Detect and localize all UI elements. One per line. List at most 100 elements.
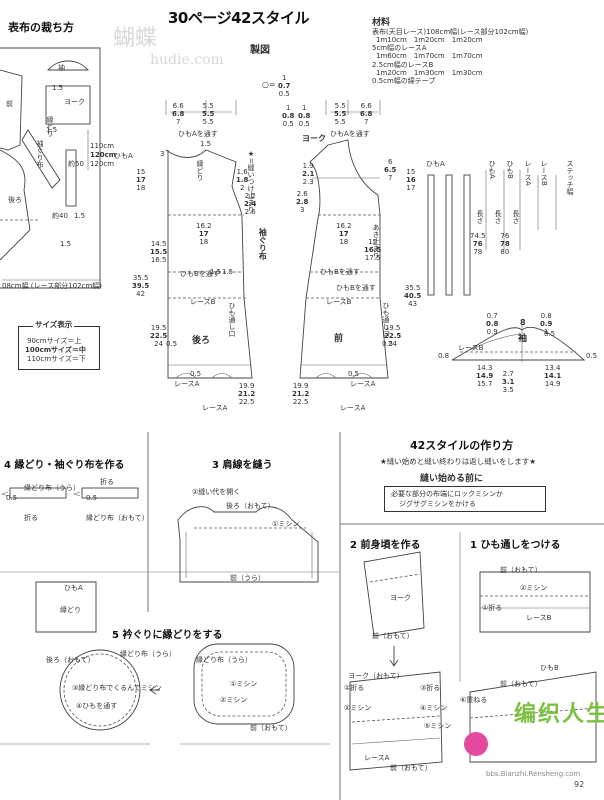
back-misc-num: 1.5 [200,140,212,148]
step5-label: 後ろ（おもて） [46,656,95,664]
step4-label: 縁どり布（おもて） [86,514,149,522]
string-header: ひもA [488,160,497,179]
watermark-logo: 蝴蝶 [113,26,158,51]
back-label-opening: ひも通し口 [228,302,237,337]
step4-label: 折る [24,514,38,522]
label-len-110: 110cm [90,142,115,150]
layout-title: 表布の裁ち方 [8,21,74,34]
front-label-string-b: ひもBを通す [320,268,360,276]
materials-line: 表布(天目レース)108cm幅(レース部分102cm幅) [372,28,529,37]
step4-label: 縁どり布（うら） [24,484,80,492]
back-label-string-a: ひもAを通す [178,130,218,138]
materials-line: 1m20cm 1m30cm 1m30cm [376,68,483,77]
label-approx50: 約50 [68,160,84,168]
front-label-yoke: ヨーク [302,134,326,143]
size-legend-line: 100cmサイズ＝中 [25,346,86,354]
footer-logo: 编织人生 [514,702,604,727]
step1-label: レースB [526,614,552,622]
materials-block: 材料 表布(天目レース)108cm幅(レース部分102cm幅) 1m10cm 1… [372,18,600,85]
attach-stop-note: ★=縫いつけ止まり [247,150,256,213]
back-label-lace-a: レースA [174,380,200,388]
label-string-a-layout: ひもA [114,152,133,160]
materials-line: 1m60cm 1m70cm 1m70cm [376,52,483,61]
step2-label: ④ミシン [420,704,448,712]
step2-label: 前（おもて） [372,632,414,640]
layout-num: 1.5 [60,240,72,248]
front-label-opening: ひも通し口 [382,302,391,337]
sleeve-top-mid: 8 [520,318,526,327]
step2-label: ③折る [420,684,441,692]
front-label-opening-stop: あき止まり [372,224,381,259]
label-len-120a: 120cm [90,151,117,159]
size-legend-line: 90cmサイズ＝上 [27,337,82,345]
step5-label: 縁どり布（うら） [196,656,252,664]
label-binding-layout: 縁どり [46,116,55,137]
step5-label: 前（おもて） [250,724,292,732]
footer-site: bbs.Bianzhi.Rensheng.com [486,770,581,778]
sleeve-lace-label: レースB [458,344,484,352]
step2-label: ①折る [344,684,365,692]
sleeve-side-num: 0.5 [586,352,598,360]
materials-line: 5cm幅のレースA [372,44,427,53]
step1-label: 前（おもて） [500,680,542,688]
string-header: レースB [540,160,549,186]
size-legend-line: 110cmサイズ＝下 [27,355,86,363]
main-title: 30ページ42スタイル [168,9,309,27]
armhole-cloth-label: 袖ぐり布 [258,228,268,260]
front-label-lace-a: レースA [350,380,376,388]
step2-title: 2 前身頃を作る [350,540,421,551]
back-label-binding: 縁どり [196,160,205,181]
step3-title: 3 肩線を縫う [212,460,273,471]
string-length-note: 長さ [494,210,503,224]
step3-label: ①ミシン [272,520,300,528]
sleeve-side-num: 0.5 [544,330,556,338]
front-label-lace-a2: レースA [340,404,366,412]
before-line: 必要な部分の布端にロックミシンか [391,490,503,498]
step3-label: ②縫い代を開く [192,488,241,496]
materials-line: 0.5cm幅の綿テープ [372,76,436,85]
step2-label: ヨーク [390,594,411,602]
front-label-main: 前 [334,334,344,344]
step5-label: ひもA [64,584,83,592]
step3-label: 後ろ（おもて） [226,502,275,510]
yarn-ball-icon [464,732,488,756]
back-label-lace-a2: レースA [202,404,228,412]
label-len-120b: 120cm [90,160,115,168]
layout-width-label: 08cm幅 (レース部分102cm幅) [2,282,102,290]
instruction-diagrams [0,432,604,800]
front-label-lace-b: レースB [326,298,352,306]
before-box: 必要な部分の布端にロックミシンか ジグザグミシンをかける [384,486,546,512]
step4-num: 0.5 [6,494,18,502]
step1-label: ①折る [482,604,503,612]
step5-label: 縁どり布（うら） [120,650,176,658]
step4-num: 0.5 [86,494,98,502]
step2-label: ⑤ミシン [424,722,452,730]
pattern-heading: 製図 [250,45,270,56]
string-length-note: 長さ [476,210,485,224]
step2-label: ヨーク（おもて） [348,672,404,680]
step1-label: ②ミシン [520,584,548,592]
label-sleeve-layout: 袖 [58,64,65,72]
size-legend-title: サイズ表示 [33,320,75,330]
before-line: ジグザグミシンをかける [399,500,476,508]
